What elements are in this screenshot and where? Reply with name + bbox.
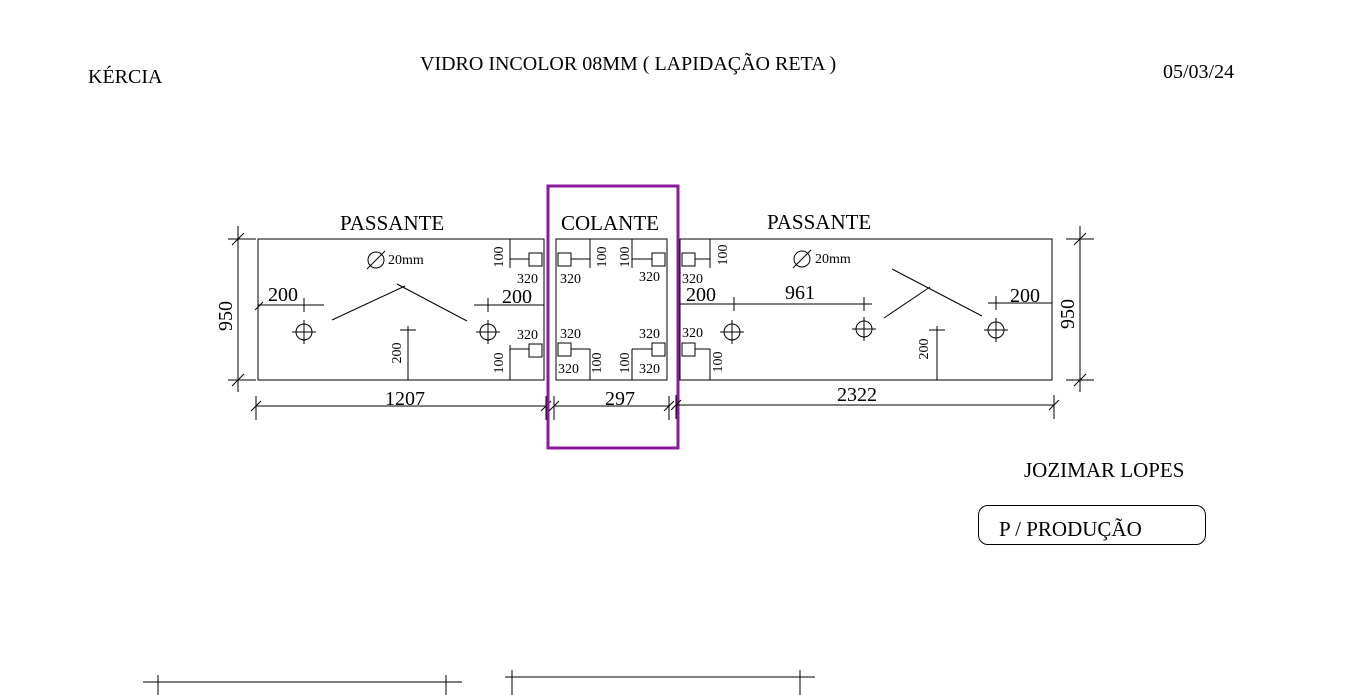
svg-text:320: 320 (517, 328, 538, 343)
svg-text:320: 320 (558, 362, 579, 377)
drawing-date: 05/03/24 (1163, 61, 1235, 83)
left-panel-outline (257, 238, 545, 381)
svg-text:320: 320 (639, 362, 660, 377)
right-height-dimension: 950 (1057, 226, 1094, 392)
center-panel: COLANTE 297 320 100 100 320 (546, 184, 680, 450)
right-hole-diameter: 20mm (792, 249, 851, 269)
left-panel-label: PASSANTE (340, 211, 444, 235)
right-width-dimension: 2322 (670, 384, 1060, 419)
right-width-value: 2322 (837, 384, 877, 406)
diameter-icon (367, 251, 385, 269)
svg-text:320: 320 (682, 272, 703, 287)
svg-text:320: 320 (682, 326, 703, 341)
drawing-title: VIDRO INCOLOR 08MM ( LAPIDAÇÃO RETA ) (420, 53, 837, 75)
svg-text:100: 100 (711, 352, 726, 373)
right-hole-spacing: 961 (785, 282, 815, 304)
right-panel-outline (679, 238, 1053, 381)
right-hole-1 (720, 320, 744, 344)
left-hole-diameter: 20mm (366, 250, 424, 270)
right-clamp-top: 320 100 (681, 239, 731, 287)
svg-text:100: 100 (618, 247, 633, 268)
center-clamp-bottom-left: 320 320 100 (557, 327, 605, 380)
bottom-partial-dimensions (143, 670, 815, 695)
right-hole-height: 200 (917, 339, 932, 360)
left-panel: PASSANTE 950 1207 20mm 20 (215, 211, 552, 420)
right-hole-offset-left: 200 (686, 284, 716, 306)
center-clamp-top-left: 320 100 (557, 239, 610, 287)
svg-text:320: 320 (517, 272, 538, 287)
left-height-dimension: 950 (215, 226, 256, 392)
svg-text:100: 100 (492, 353, 507, 374)
left-clamp-bottom: 320 100 (492, 328, 543, 380)
left-hole-offset-left: 200 (268, 284, 298, 306)
diameter-icon (793, 250, 811, 268)
left-hole-height: 200 (390, 343, 405, 364)
svg-text:100: 100 (618, 353, 633, 374)
center-panel-highlight (546, 184, 680, 450)
center-width-value: 297 (605, 388, 635, 410)
left-hole-1 (292, 320, 316, 344)
production-status-badge: P / PRODUÇÃO (978, 505, 1206, 545)
center-clamp-top-right: 100 320 (618, 239, 666, 285)
center-width-dimension: 297 (548, 388, 675, 420)
left-hole-offset-right: 200 (502, 286, 532, 308)
svg-text:100: 100 (716, 245, 731, 266)
right-height-value: 950 (1057, 299, 1079, 329)
svg-text:320: 320 (560, 272, 581, 287)
right-hole-diameter-value: 20mm (815, 252, 851, 267)
svg-text:320: 320 (639, 270, 660, 285)
svg-text:320: 320 (639, 327, 660, 342)
right-hole-3 (984, 318, 1008, 342)
left-height-value: 950 (215, 301, 237, 331)
left-clamp-top: 100 320 (492, 239, 543, 287)
right-hole-2 (852, 317, 876, 341)
svg-text:320: 320 (560, 327, 581, 342)
left-hole-2 (476, 320, 500, 344)
right-panel: PASSANTE 950 2322 20mm 200 (670, 210, 1094, 419)
left-hole-diameter-value: 20mm (388, 253, 424, 268)
svg-text:100: 100 (492, 247, 507, 268)
svg-text:100: 100 (590, 353, 605, 374)
production-status-label: P / PRODUÇÃO (999, 517, 1142, 541)
right-hole-offset-right: 200 (1010, 285, 1040, 307)
author-name: JOZIMAR LOPES (1024, 458, 1185, 482)
left-width-value: 1207 (385, 388, 425, 410)
center-panel-label: COLANTE (561, 211, 659, 235)
right-panel-label: PASSANTE (767, 210, 871, 234)
center-clamp-bottom-right: 320 320 100 (618, 327, 666, 380)
right-clamp-bottom: 320 100 (681, 326, 726, 380)
svg-text:100: 100 (595, 247, 610, 268)
left-width-dimension: 1207 (250, 388, 552, 420)
center-panel-outline (555, 238, 668, 381)
client-name: KÉRCIA (88, 66, 163, 88)
